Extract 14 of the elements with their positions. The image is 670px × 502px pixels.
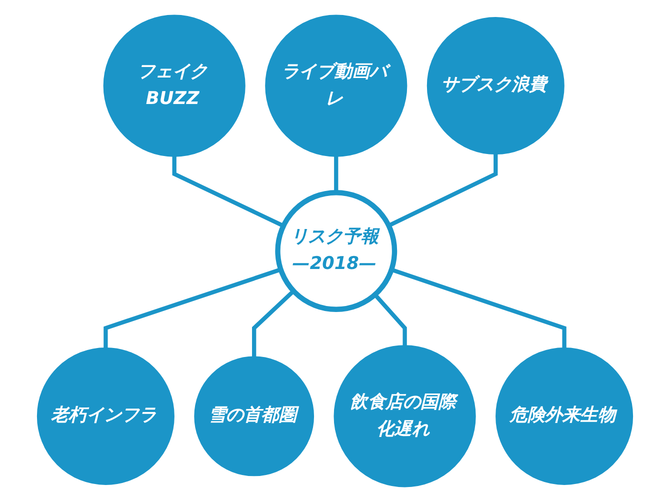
node-circle: ライブ動画バレ: [265, 14, 408, 157]
connector: [388, 153, 498, 228]
connector: [390, 268, 566, 349]
node-circle: フェイクBUZZ: [103, 14, 246, 157]
node-circle: 危険外来生物: [496, 347, 634, 485]
connector: [252, 289, 295, 358]
connector: [172, 155, 284, 228]
connector: [104, 268, 282, 349]
node-circle: 飲食店の国際化遅れ: [334, 345, 476, 488]
node-circle: 雪の首都圏: [194, 356, 314, 476]
connector: [373, 293, 407, 347]
node-circle: 老朽インフラ: [36, 347, 174, 485]
node-circle: サブスク浪費: [426, 17, 564, 155]
node-circle: リスク予報 —2018—: [275, 190, 398, 312]
